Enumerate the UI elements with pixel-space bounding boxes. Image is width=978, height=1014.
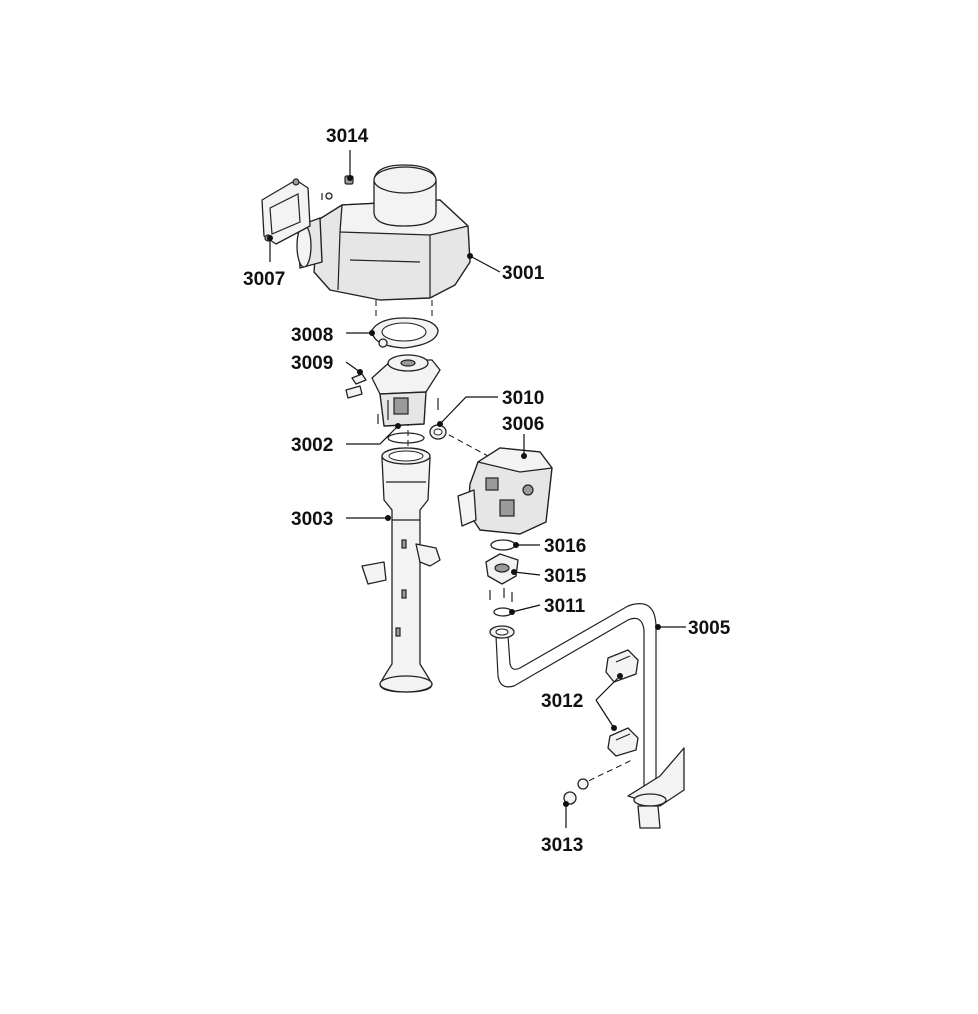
callout-3008: 3008 [291,325,333,346]
callout-3001: 3001 [502,263,545,284]
callout-3005: 3005 [688,618,731,639]
mixing-tube-3003[interactable] [361,447,441,693]
callout-3014: 3014 [326,126,369,147]
o-ring-venturi [387,432,425,444]
gas-valve-3006[interactable] [457,447,553,535]
callout-3015: 3015 [544,566,587,587]
fan-blower-assembly[interactable] [296,164,471,301]
callout-3003: 3003 [291,509,333,530]
callout-3009: 3009 [291,353,333,374]
callout-3016: 3016 [544,536,586,557]
gas-pipe-3005[interactable] [489,603,685,829]
screw-top [321,192,333,200]
leader-lines [267,150,686,828]
callout-3007: 3007 [243,269,285,290]
callout-3013: 3013 [541,835,583,856]
flange-3015[interactable] [485,553,519,602]
washers-3013[interactable] [563,778,589,805]
callout-3010: 3010 [502,388,544,409]
gasket-3008[interactable] [371,317,439,349]
venturi-housing-3002[interactable] [371,354,441,427]
callout-3006: 3006 [502,414,544,435]
pipe-clips-3012[interactable] [605,649,639,757]
callout-3011: 3011 [544,596,586,617]
callout-3002: 3002 [291,435,333,456]
seal-3010[interactable] [429,424,447,440]
o-ring-3016[interactable] [490,539,516,551]
clip-screws-3009[interactable] [345,373,439,424]
callout-3012: 3012 [541,691,583,712]
